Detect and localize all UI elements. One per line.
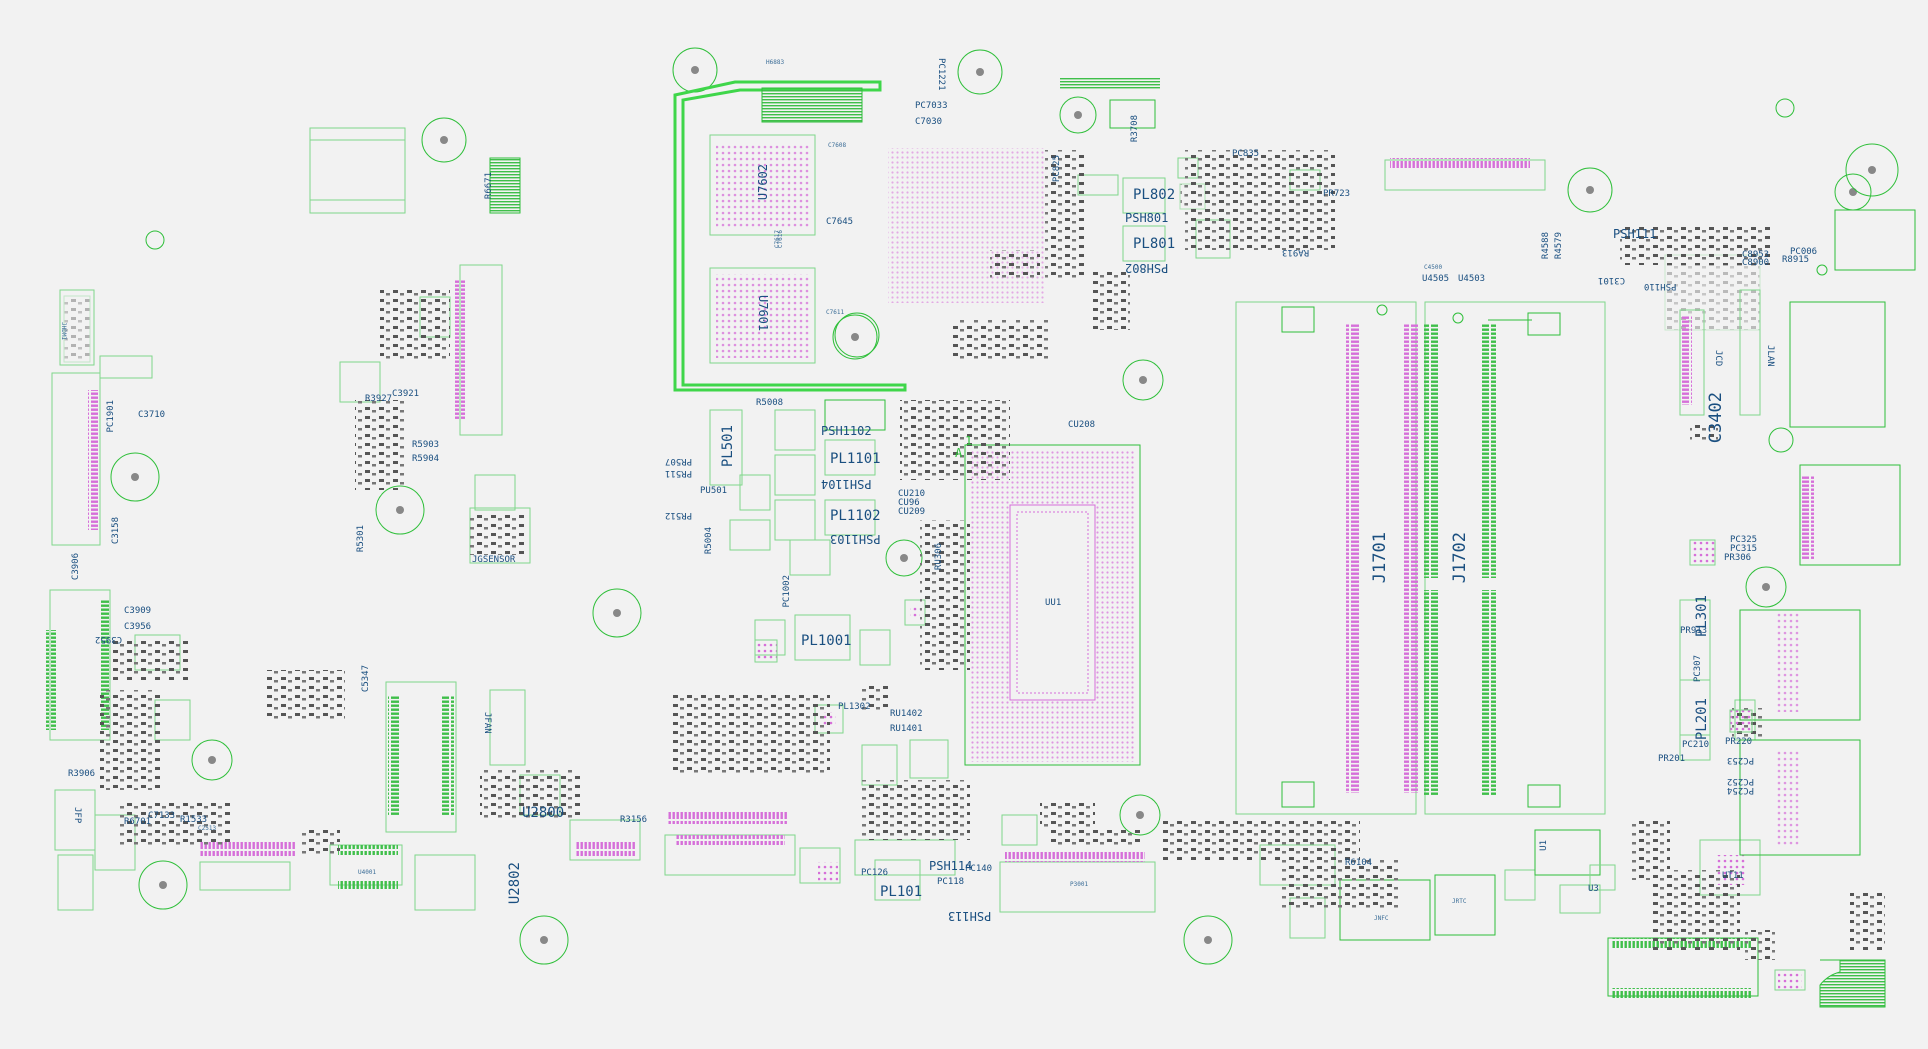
cpu-socket xyxy=(964,444,1141,766)
vr-top-area xyxy=(1077,157,1916,566)
gpu-area xyxy=(673,78,1160,392)
dimm-slots xyxy=(1235,301,1606,815)
smd-components xyxy=(100,150,1770,950)
mounting-holes xyxy=(110,47,1899,965)
